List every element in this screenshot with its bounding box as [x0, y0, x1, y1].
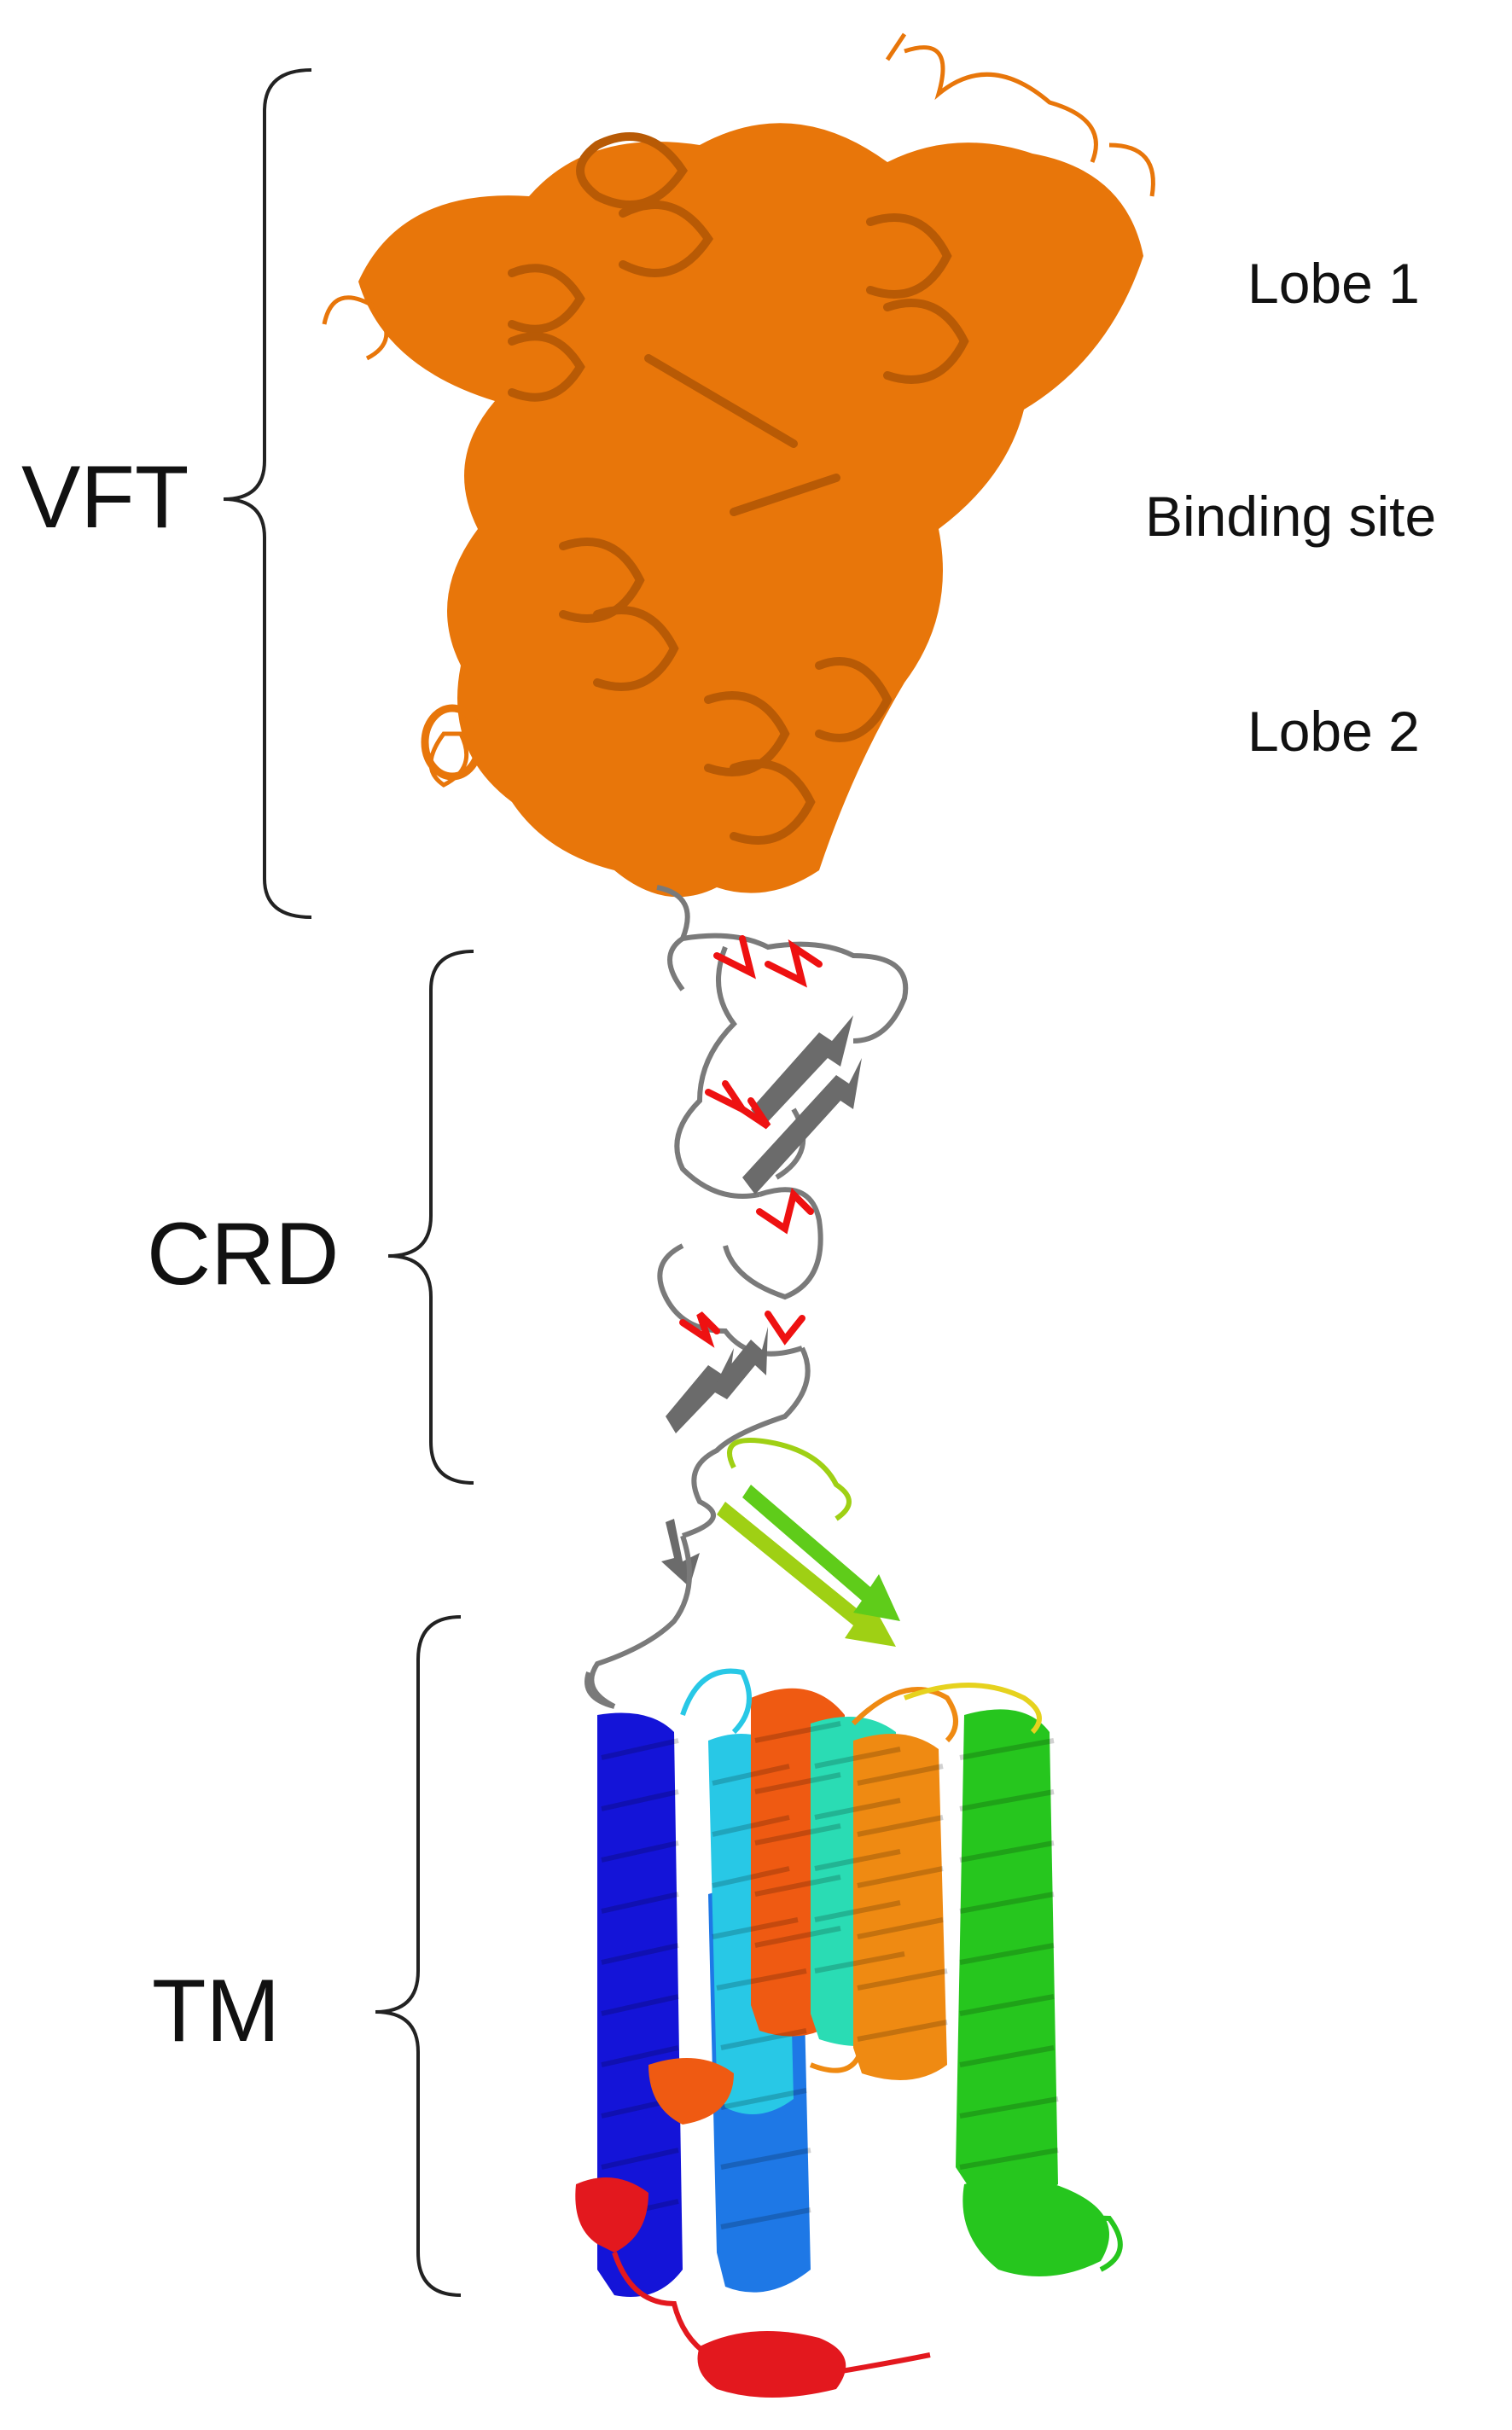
transmembrane-bundle [575, 1668, 1123, 2398]
labels: VFT CRD TM Lobe 1 Binding site Lobe 2 [21, 252, 1436, 2061]
crd-label: CRD [147, 1205, 339, 1304]
tm-helix-1 [597, 1712, 683, 2297]
ecl2-beta-hairpin [717, 1438, 900, 1647]
domain-brackets [223, 68, 474, 2297]
crd-bracket [387, 950, 474, 1485]
vft-helices [508, 132, 969, 845]
disulfide-bonds [679, 935, 823, 1348]
lobe-1-label: Lobe 1 [1247, 252, 1420, 315]
crd-domain-ribbon [657, 933, 909, 1587]
vft-domain-ribbon [322, 32, 1155, 898]
vft-label: VFT [21, 448, 189, 547]
crd-tm-linker [589, 1535, 692, 1709]
tm-label: TM [152, 1962, 280, 2061]
tm-helix-6 [853, 1734, 947, 2080]
tm-bracket [375, 1615, 462, 2297]
intracellular-helices [575, 2058, 931, 2398]
vft-loops [322, 32, 1155, 788]
vft-small-helix [421, 704, 484, 781]
vft-bracket [223, 68, 312, 919]
lobe-2-label: Lobe 2 [1247, 700, 1420, 763]
binding-site-label: Binding site [1145, 485, 1436, 548]
c-terminal-helix [962, 2177, 1109, 2276]
tm-helix-7 [956, 1709, 1058, 2200]
